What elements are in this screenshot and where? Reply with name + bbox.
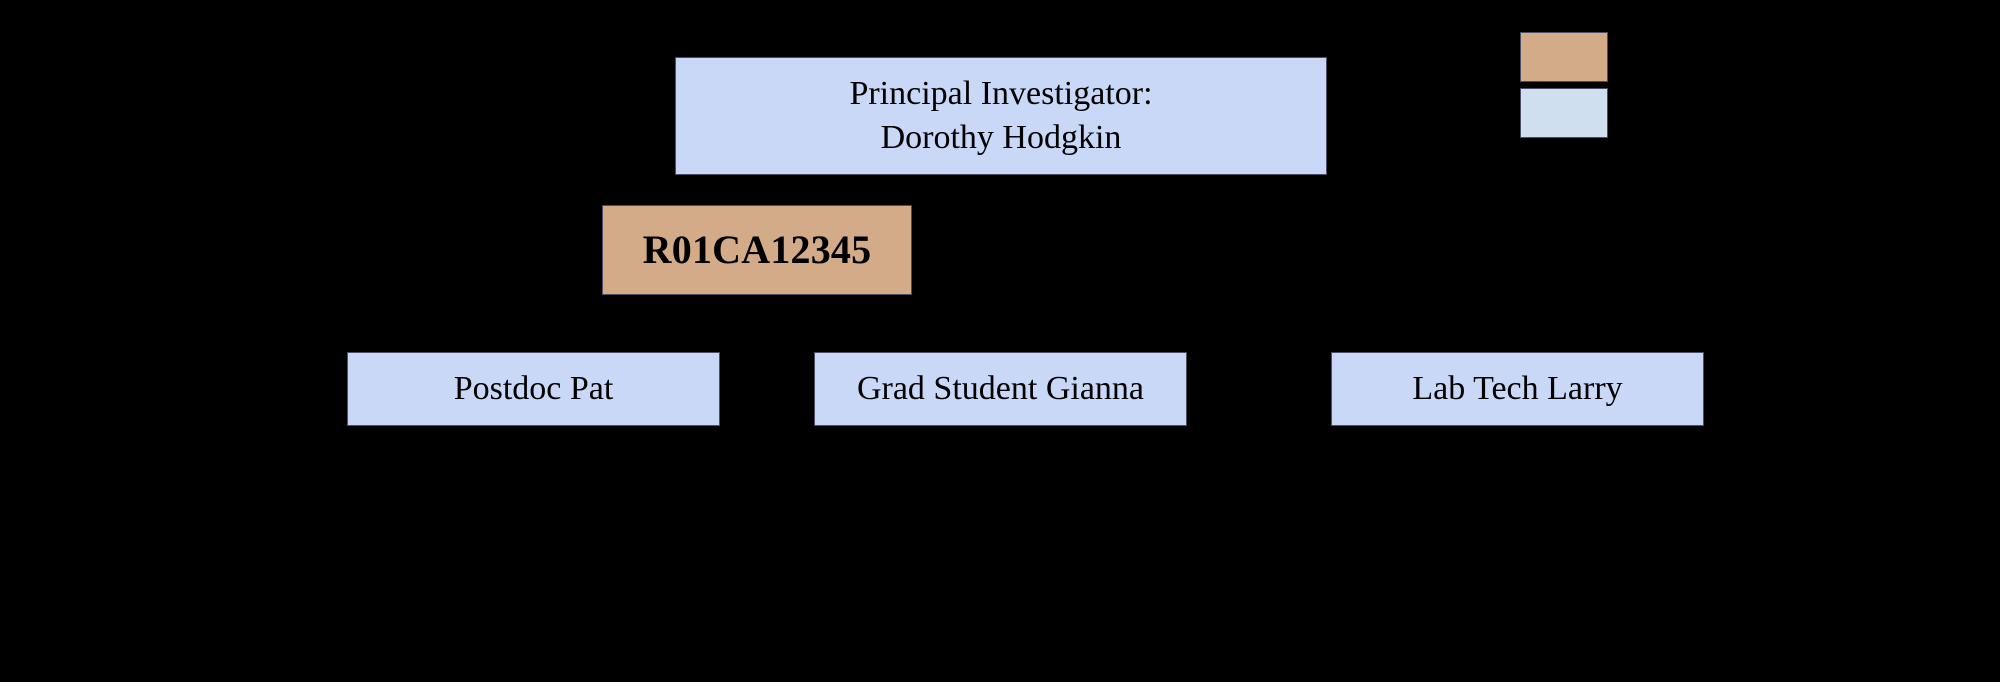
node-postdoc-pat[interactable]: Postdoc Pat — [347, 352, 720, 426]
node-principal-investigator[interactable]: Principal Investigator: Dorothy Hodgkin — [675, 57, 1327, 175]
legend-swatch-person — [1520, 88, 1608, 138]
node-grad-student-gianna[interactable]: Grad Student Gianna — [814, 352, 1187, 426]
legend-swatch-grant — [1520, 32, 1608, 82]
node-grant-r01ca12345[interactable]: R01CA12345 — [602, 205, 912, 295]
node-lab-tech-larry[interactable]: Lab Tech Larry — [1331, 352, 1704, 426]
